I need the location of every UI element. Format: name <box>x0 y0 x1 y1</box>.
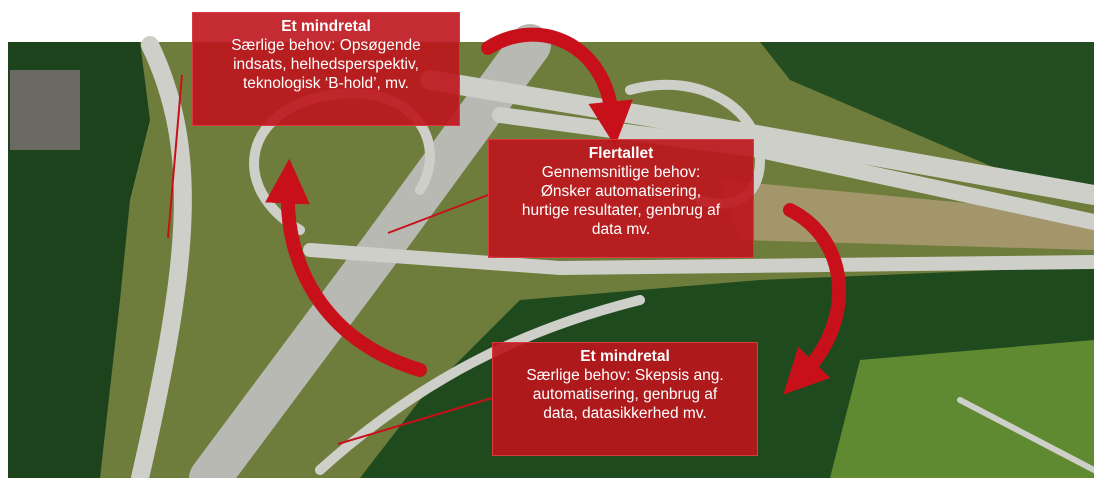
box-text-line: teknologisk ‘B-hold’, mv. <box>243 75 409 92</box>
box-text-line: Ønsker automatisering, <box>540 183 702 200</box>
east-highway <box>420 70 1094 205</box>
box-text-line: indsats, helhedsperspektiv, <box>233 56 419 73</box>
cycle-arrows <box>265 27 847 395</box>
connector-lines <box>167 74 493 445</box>
majority-box-center: Flertallet Gennemsnitlige behov: Ønsker … <box>488 139 754 258</box>
arrow-left <box>265 158 427 377</box>
left-highway <box>131 36 192 478</box>
box-title: Et mindretal <box>580 348 670 365</box>
arrow-right <box>783 203 847 395</box>
houses-cluster <box>10 70 80 150</box>
cross-road <box>303 243 1094 276</box>
connector-bottom-right <box>337 397 493 445</box>
box-text-line: automatisering, genbrug af <box>532 386 718 403</box>
lawn-area <box>830 340 1094 478</box>
box-text-line: data, datasikkerhed mv. <box>543 405 707 422</box>
box-text-line: Særlige behov: Skepsis ang. <box>526 367 724 384</box>
side-road <box>957 397 1094 473</box>
box-text-line: data mv. <box>591 221 651 238</box>
box-text-line: Gennemsnitlige behov: <box>541 164 701 181</box>
arrow-top <box>481 27 633 147</box>
connector-center <box>387 194 489 234</box>
lower-ramp <box>315 295 645 475</box>
box-text-line: hurtige resultater, genbrug af <box>521 202 721 219</box>
minority-box-bottom-right: Et mindretal Særlige behov: Skepsis ang.… <box>492 342 758 456</box>
roads <box>131 24 1094 478</box>
box-text-line: Særlige behov: Opsøgende <box>231 37 421 54</box>
left-forest <box>8 42 150 478</box>
top-right-forest <box>760 42 1094 200</box>
connector-top-left <box>167 74 183 239</box>
minority-box-top-left: Et mindretal Særlige behov: Opsøgende in… <box>192 12 460 126</box>
box-title: Flertallet <box>588 145 654 162</box>
box-title: Et mindretal <box>281 18 371 35</box>
